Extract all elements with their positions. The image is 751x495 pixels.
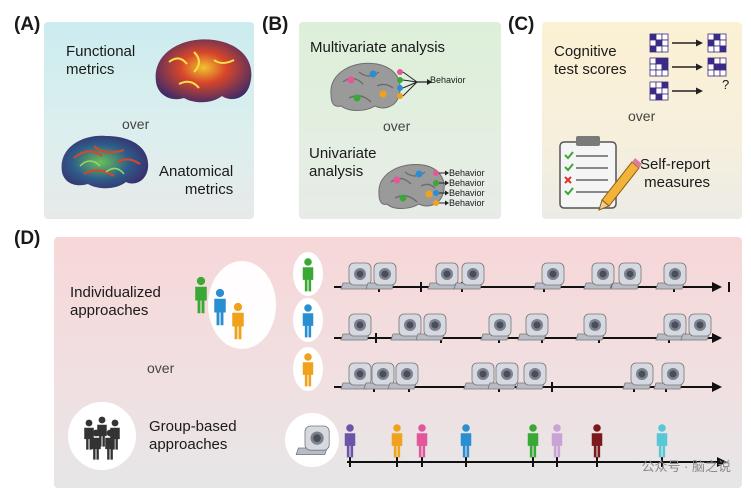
mri-scanner-icon — [515, 362, 547, 390]
behavior-label: Behavior — [430, 75, 466, 85]
mri-scanner-icon — [533, 262, 565, 290]
mri-scanner-icon — [340, 313, 372, 341]
mri-scanner-icon — [653, 362, 685, 390]
individualized-approaches-text: Individualized approaches — [70, 284, 161, 319]
brain-icons-a — [61, 39, 252, 189]
mri-scanner-icon — [575, 313, 607, 341]
mri-scanner-icon — [655, 313, 687, 341]
mri-scanner-icon — [415, 313, 447, 341]
anatomical-metrics-text: Anatomical metrics — [159, 163, 234, 198]
panel-label-b: (B) — [262, 14, 289, 35]
mri-scanner-icon — [463, 362, 495, 390]
grid-icon — [707, 33, 727, 53]
panel-label-a: (A) — [14, 14, 41, 35]
arrow-icon — [672, 87, 703, 95]
question-mark: ? — [722, 77, 730, 92]
arrow-icon — [672, 63, 703, 71]
mri-scanner-icon — [365, 262, 397, 290]
behavior-label-2: Behavior — [449, 178, 485, 188]
mri-scanner-icon — [655, 262, 687, 290]
univariate-arrows — [433, 170, 449, 206]
person-icon-blue — [214, 288, 226, 326]
person-icon-timepoint — [656, 424, 668, 458]
panel-label-c: (C) — [508, 14, 535, 35]
mri-scanner-icon — [387, 362, 419, 390]
cognitive-grids — [649, 33, 727, 101]
person-icon-green — [195, 276, 207, 314]
multivariate-arrows — [397, 69, 432, 99]
over-text-b: over — [383, 118, 411, 134]
timeline-diagram — [68, 252, 730, 470]
behavior-label-4: Behavior — [449, 198, 485, 208]
group-based-approaches-text: Group-based approaches — [149, 418, 237, 453]
watermark: 公众号 · 脑之说 — [641, 459, 731, 474]
self-report-measures-text: Self-report measures — [640, 156, 711, 191]
univariate-analysis-text: Univariate analysis — [309, 145, 377, 180]
person-icon-row — [302, 353, 314, 387]
arrow-icon — [672, 39, 703, 47]
anatomical-brain-icon — [61, 135, 149, 189]
over-text-c: over — [628, 108, 656, 124]
behavior-label-3: Behavior — [449, 188, 485, 198]
person-icon-timepoint — [591, 424, 603, 458]
mri-scanner-icon — [340, 362, 372, 390]
person-icon-row — [302, 258, 314, 292]
person-icon-orange — [232, 302, 244, 340]
mri-scanner-icon — [427, 262, 459, 290]
person-icon-timepoint — [460, 424, 472, 458]
person-icon-row — [302, 304, 314, 338]
panel-c: Cognitive test scores ? over Self-report… — [542, 22, 742, 219]
person-icon-dark — [105, 429, 115, 460]
clipboard-icon — [559, 136, 642, 211]
brain-icon-multivariate — [330, 62, 401, 111]
functional-brain-icon — [155, 39, 252, 103]
person-icon-timepoint — [391, 424, 403, 458]
grid-icon — [649, 33, 669, 53]
over-text-a: over — [122, 116, 150, 132]
pencil-icon — [598, 158, 642, 211]
panel-d: Individualized approaches over Group-bas… — [54, 237, 742, 488]
mri-scanner-icon — [610, 262, 642, 290]
person-icon-timepoint — [344, 424, 356, 458]
mri-scanner-icon — [622, 362, 654, 390]
mri-scanner-icon — [295, 425, 330, 455]
person-icon-timepoint — [527, 424, 539, 458]
mri-scanner-icon — [480, 313, 512, 341]
mri-scanner-icon — [453, 262, 485, 290]
panel-a: Functional metrics over Anatomical metri… — [44, 22, 254, 219]
panel-b: Multivariate analysis Behavior over Univ… — [299, 22, 501, 219]
person-icon-timepoint — [416, 424, 428, 458]
panel-label-d: (D) — [14, 228, 41, 249]
mri-scanner-icon — [583, 262, 615, 290]
analysis-diagram-b — [330, 62, 449, 209]
timeline-arrow — [347, 457, 727, 467]
grid-icon — [649, 57, 669, 77]
multivariate-analysis-text: Multivariate analysis — [310, 39, 446, 56]
mri-scanner-icon — [517, 313, 549, 341]
grid-icon — [707, 57, 727, 77]
grid-icon — [649, 81, 669, 101]
mri-scanner-icon — [680, 313, 712, 341]
behavior-label-1: Behavior — [449, 168, 485, 178]
person-icon-timepoint — [551, 424, 563, 458]
mri-scanner-icon — [390, 313, 422, 341]
individuals-bubble — [208, 261, 276, 349]
mri-scanner-icon — [487, 362, 519, 390]
mri-scanner-icon — [340, 262, 372, 290]
brain-icon-univariate — [378, 163, 445, 209]
person-icon-dark — [91, 429, 101, 460]
cognitive-test-scores-text: Cognitive test scores — [554, 43, 627, 78]
over-text-d: over — [147, 360, 175, 376]
functional-metrics-text: Functional metrics — [66, 43, 136, 78]
